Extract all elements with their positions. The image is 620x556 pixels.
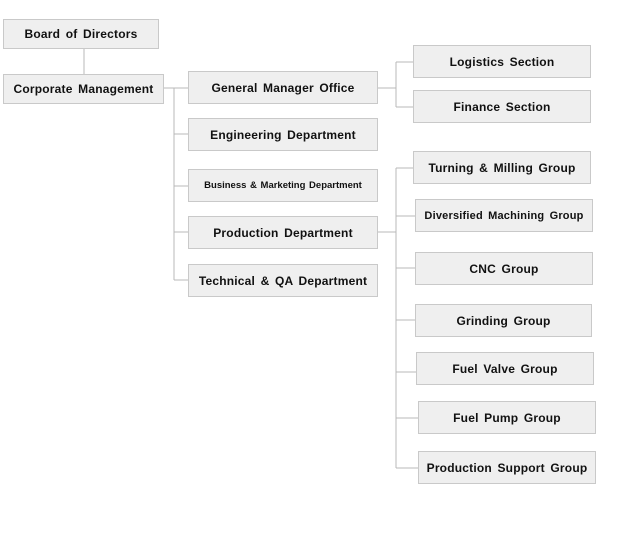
technical-qa-department-box: Technical & QA Department [188,264,378,297]
production-department-box: Production Department [188,216,378,249]
general-manager-office-box: General Manager Office [188,71,378,104]
fuel-valve-group-box: Fuel Valve Group [416,352,594,385]
corporate-management-box: Corporate Management [3,74,164,104]
fuel-pump-group-box: Fuel Pump Group [418,401,596,434]
engineering-department-box: Engineering Department [188,118,378,151]
grinding-group-box: Grinding Group [415,304,592,337]
diversified-machining-group-box: Diversified Machining Group [415,199,593,232]
cnc-group-box: CNC Group [415,252,593,285]
board-of-directors-box: Board of Directors [3,19,159,49]
business-marketing-department-box: Business & Marketing Department [188,169,378,202]
logistics-section-box: Logistics Section [413,45,591,78]
production-support-group-box: Production Support Group [418,451,596,484]
turning-milling-group-box: Turning & Milling Group [413,151,591,184]
finance-section-box: Finance Section [413,90,591,123]
